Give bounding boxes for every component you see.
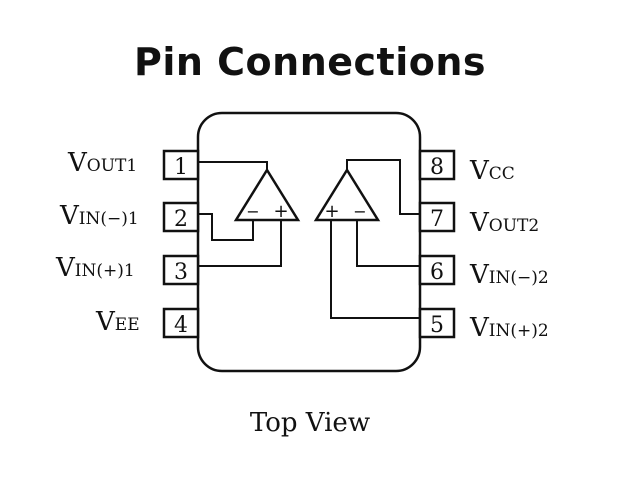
- pin-number-6: 6: [430, 260, 444, 285]
- pin-label-8: VCC: [470, 156, 515, 186]
- pin-box-7: 7: [418, 201, 456, 233]
- pin-number-5: 5: [430, 313, 444, 338]
- wire-in-minus1: [198, 213, 254, 241]
- pin-label-4: VEE: [96, 307, 140, 337]
- opamp-1-minus-sign: −: [246, 202, 259, 221]
- opamp-1: − +: [233, 167, 301, 222]
- pin-number-4: 4: [174, 313, 188, 338]
- pin-box-2: 2: [162, 201, 200, 233]
- pin-label-7: VOUT2: [470, 208, 540, 238]
- pin-number-7: 7: [430, 207, 444, 232]
- opamp-1-wiring: [198, 161, 282, 267]
- pin-label-5: VIN(+)2: [470, 313, 549, 343]
- diagram-title: Pin Connections: [133, 40, 487, 84]
- pin-box-5: 5: [418, 307, 456, 339]
- opamp-1-plus-sign: +: [273, 201, 288, 222]
- pin-number-8: 8: [430, 155, 444, 180]
- pin-label-6: VIN(−)2: [470, 260, 549, 290]
- wire-out1: [198, 161, 268, 170]
- wire-in-plus2: [330, 220, 420, 319]
- opamp-2-plus-sign: +: [324, 201, 339, 222]
- opamp-2: + −: [313, 167, 381, 222]
- ic-body: [196, 111, 422, 373]
- pin-box-3: 3: [162, 254, 200, 286]
- pin-box-1: 1: [162, 149, 200, 181]
- pin-box-4: 4: [162, 307, 200, 339]
- pin-box-8: 8: [418, 149, 456, 181]
- opamp-2-triangle: [313, 167, 381, 222]
- pin-number-1: 1: [174, 155, 188, 180]
- pin-label-1: VOUT1: [68, 148, 138, 178]
- opamp-1-triangle: [233, 167, 301, 222]
- pin-label-3: VIN(+)1: [56, 253, 135, 283]
- pin-number-2: 2: [174, 207, 188, 232]
- wire-out2: [346, 159, 420, 215]
- wire-in-minus2: [356, 220, 420, 267]
- wire-in-plus1: [198, 220, 282, 267]
- opamp-2-minus-sign: −: [353, 202, 366, 221]
- pin-box-6: 6: [418, 254, 456, 286]
- pin-number-3: 3: [174, 260, 188, 285]
- pin-label-2: VIN(−)1: [60, 201, 139, 231]
- opamp-2-wiring: [330, 159, 420, 319]
- top-view-caption: Top View: [249, 408, 371, 438]
